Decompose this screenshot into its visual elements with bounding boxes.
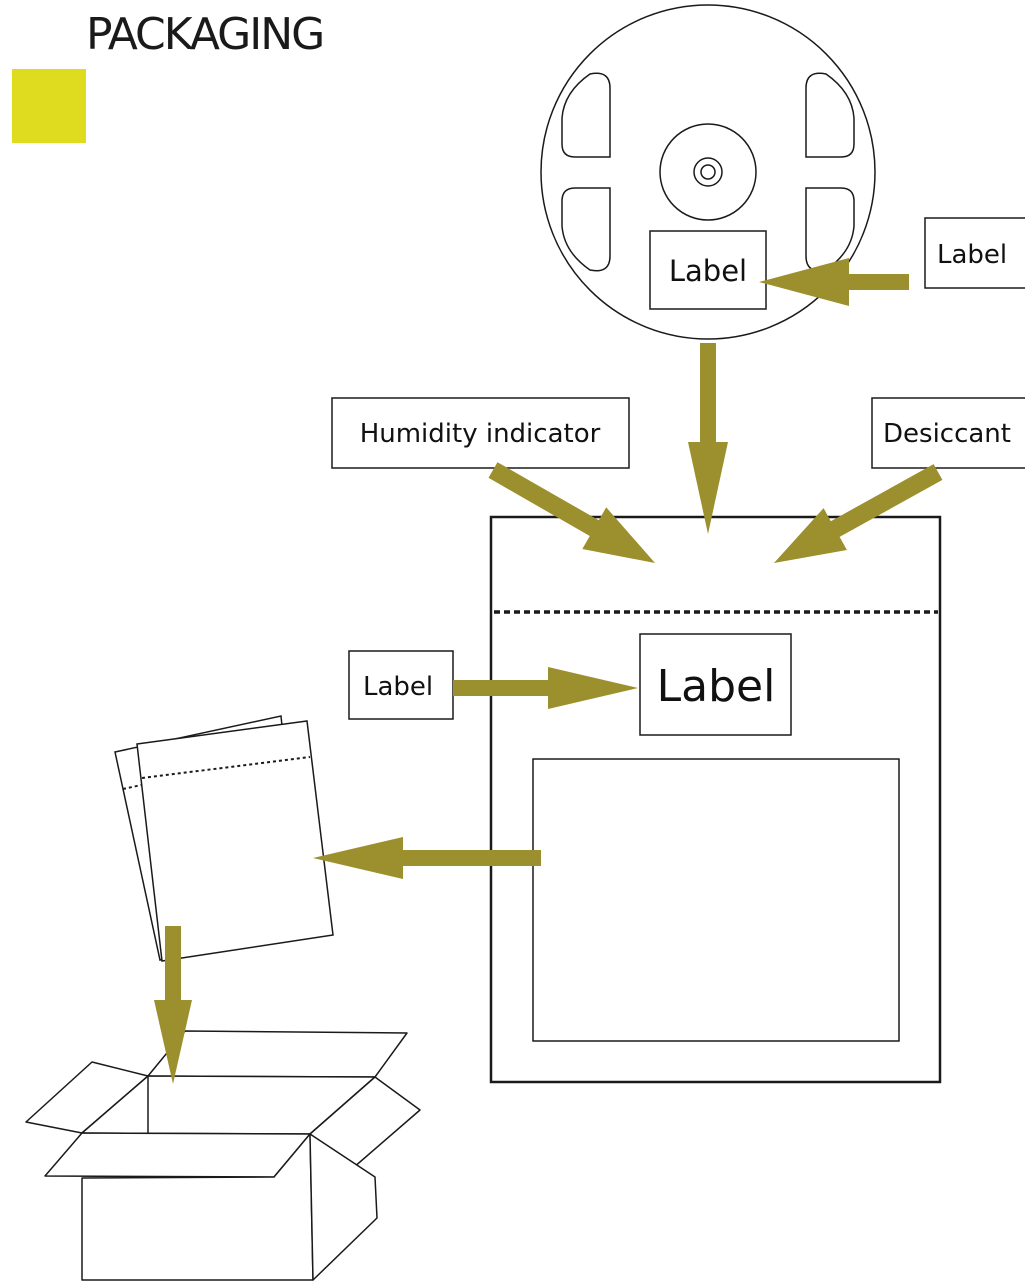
reel-window-bottom-left: [561, 187, 611, 272]
stacked-bags: [114, 715, 334, 962]
moisture-barrier-bag: Label: [489, 515, 942, 1084]
accent-square: [12, 69, 86, 143]
carton-box: [25, 1030, 421, 1281]
reel-label-callout-box: [924, 217, 1025, 289]
page-title: PACKAGING: [86, 9, 325, 60]
reel-hub: [659, 123, 757, 221]
box-side-face: [309, 1133, 378, 1281]
bag-outline: [489, 515, 942, 1084]
bag-label-callout-text: Label: [363, 672, 433, 702]
reel-label-box: [649, 230, 767, 310]
arrow-stack-to-box: [154, 926, 192, 1084]
bag-label-text: Label: [657, 661, 776, 712]
arrow-humidity-to-bag: [488, 462, 655, 563]
bag-label-box: [639, 633, 792, 736]
desiccant-text: Desiccant: [883, 419, 1011, 449]
arrows: [154, 258, 943, 1084]
arrow-label-to-bag: [453, 667, 638, 709]
arrow-callout-to-reel-label: [759, 258, 909, 306]
reel-window-top-left: [561, 72, 611, 158]
humidity-indicator-text: Humidity indicator: [360, 419, 601, 449]
reel-hub-hole: [700, 164, 716, 180]
arrow-bag-to-stack: [313, 837, 541, 879]
stacked-bag-front: [136, 720, 334, 962]
desiccant-box: [871, 397, 1025, 469]
reel-window-top-right: [805, 72, 855, 158]
bag-inner-panel: [532, 758, 900, 1042]
box-front-flap: [44, 1132, 311, 1178]
box-back-flap: [147, 1030, 408, 1078]
arrow-reel-to-bag: [688, 343, 728, 534]
reel-label-callout-text: Label: [937, 240, 1007, 270]
arrow-desiccant-to-bag: [774, 464, 943, 563]
reel-label-text: Label: [669, 254, 747, 288]
reel-outer-rim: [540, 4, 876, 340]
reel: [540, 4, 876, 340]
reel-hub-ring: [693, 157, 723, 187]
reel-window-bottom-right: [805, 187, 855, 272]
humidity-indicator-box: [331, 397, 630, 469]
stacked-bag-front-seal: [141, 756, 311, 779]
